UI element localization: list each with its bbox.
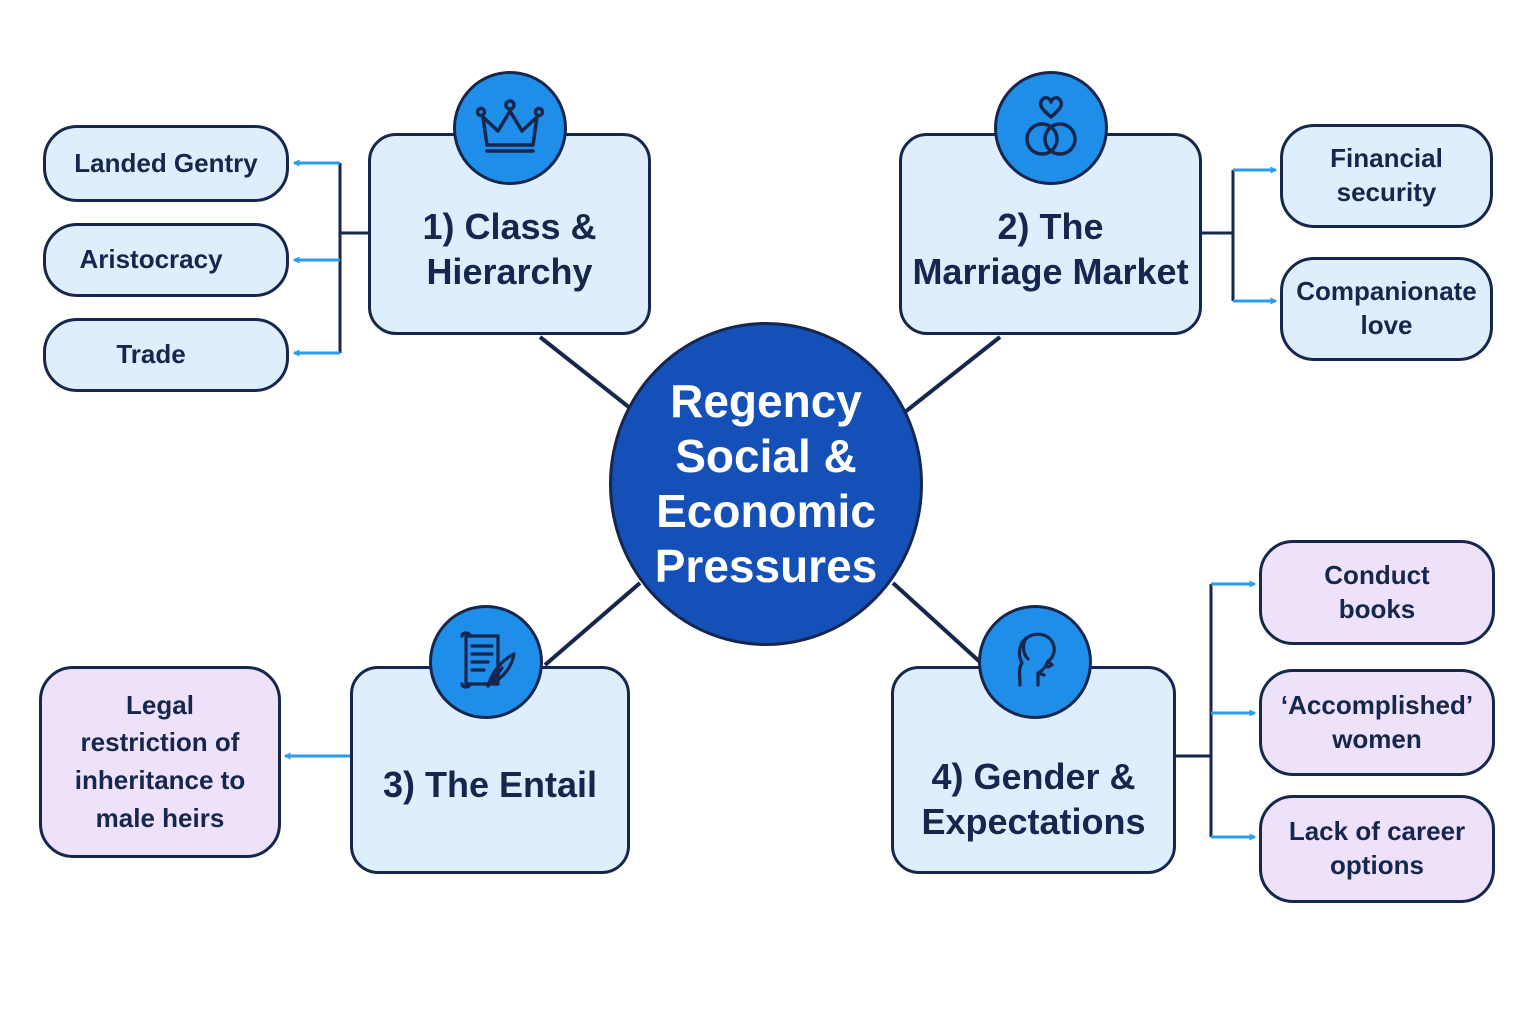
leaf-aristocracy-label: Aristocracy	[79, 244, 223, 275]
leaf-legal-restriction: Legal restriction of inheritance to male…	[39, 666, 281, 858]
gender-bracket	[1175, 584, 1255, 837]
spoke-lines	[538, 335, 1002, 667]
leaf-companionate-love: Companionate love	[1280, 257, 1493, 361]
leaf-conduct-books: Conduct books	[1259, 540, 1495, 645]
crown-icon	[453, 71, 567, 185]
leaf-companionate-love-label: Companionate love	[1296, 276, 1477, 340]
branch-gender-expectations-label: 4) Gender & Expectations	[921, 756, 1146, 842]
leaf-financial-security: Financial security	[1280, 124, 1493, 228]
central-topic-label: Regency Social & Economic Pressures	[654, 374, 878, 593]
leaf-conduct-books-label: Conduct books	[1324, 559, 1430, 624]
branch-marriage-market-label: 2) The Marriage Market	[912, 206, 1189, 292]
leaf-landed-gentry-label: Landed Gentry	[74, 147, 258, 178]
scroll-quill-icon	[429, 605, 543, 719]
leaf-lack-of-career-options-label: Lack of career options	[1288, 816, 1466, 880]
branch-the-entail-label: 3) The Entail	[382, 763, 598, 805]
marriage-bracket	[1201, 170, 1276, 301]
leaf-trade: Trade	[43, 318, 289, 392]
leaf-trade-label: Trade	[116, 339, 186, 370]
leaf-accomplished-women-label: ‘Accomplished’ women	[1280, 689, 1474, 754]
leaf-aristocracy: Aristocracy	[43, 223, 289, 297]
branch-class-hierarchy-label: 1) Class & Hierarchy	[422, 206, 597, 292]
leaf-financial-security-label: Financial security	[1330, 143, 1443, 207]
rings-heart-icon	[994, 71, 1108, 185]
leaf-lack-of-career-options: Lack of career options	[1259, 795, 1495, 903]
woman-profile-icon	[978, 605, 1092, 719]
leaf-landed-gentry: Landed Gentry	[43, 125, 289, 202]
central-topic: Regency Social & Economic Pressures	[609, 322, 923, 646]
class-bracket	[294, 163, 368, 353]
leaf-accomplished-women: ‘Accomplished’ women	[1259, 669, 1495, 776]
leaf-legal-restriction-label: Legal restriction of inheritance to male…	[74, 689, 246, 833]
